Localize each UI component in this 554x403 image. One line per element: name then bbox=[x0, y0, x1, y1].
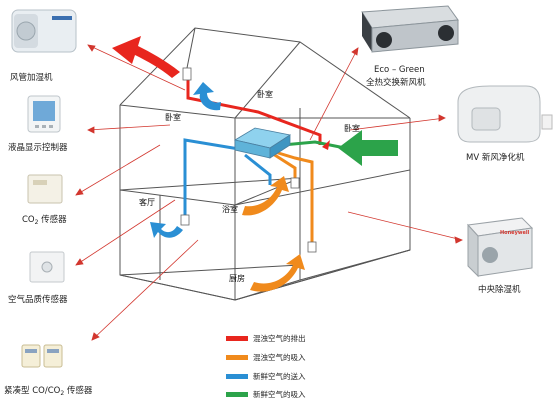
air-quality-sensor-device: 空气品质传感器 bbox=[8, 251, 68, 305]
room-labels: 卧室 卧室 卧室 客厅 浴室 厨房 bbox=[139, 89, 360, 283]
legend-swatch-fresh-intake bbox=[226, 392, 248, 397]
honeywell-logo: Honeywell bbox=[500, 230, 530, 236]
fresh-intake-arrow-green bbox=[338, 130, 398, 166]
legend-label-exhaust: 混浊空气的排出 bbox=[253, 333, 306, 343]
room-bathroom: 浴室 bbox=[222, 204, 238, 214]
intake-arrow-bathroom bbox=[242, 176, 289, 216]
house-wireframe bbox=[119, 27, 411, 301]
supply-duct-blue-2 bbox=[244, 153, 272, 185]
eco-green-label-line1: Eco – Green bbox=[374, 65, 425, 75]
co2-sensor-label: CO2 传感器 bbox=[22, 214, 67, 226]
compact-sensor-label: 紧凑型 CO/CO2 传感器 bbox=[4, 385, 93, 397]
lcd-controller-device: 液晶显示控制器 bbox=[8, 95, 68, 153]
lcd-controller-label: 液晶显示控制器 bbox=[8, 142, 68, 153]
eco-green-label-line2: 全热交换新风机 bbox=[366, 77, 426, 88]
legend-label-stale-intake: 混浊空气的吸入 bbox=[253, 352, 306, 362]
duct-outlets bbox=[180, 67, 317, 253]
supply-duct-blue bbox=[183, 138, 246, 218]
intake-arrow-kitchen bbox=[250, 254, 305, 292]
intake-duct-orange-2 bbox=[269, 150, 297, 180]
duct-humidifier-device: 风管加湿机 bbox=[10, 9, 77, 83]
room-bedroom-right: 卧室 bbox=[344, 123, 360, 133]
legend-label-fresh-intake: 新鲜空气的吸入 bbox=[253, 389, 306, 399]
central-dehumidifier-label: 中央除湿机 bbox=[478, 284, 521, 295]
supply-arrow-living bbox=[150, 222, 183, 238]
legend: 混浊空气的排出 混浊空气的吸入 新鲜空气的送入 新鲜空气的吸入 bbox=[226, 333, 306, 399]
central-dehumidifier-device: Honeywell 中央除湿机 bbox=[466, 217, 534, 295]
heat-exchanger-unit bbox=[233, 127, 292, 159]
room-living: 客厅 bbox=[139, 197, 155, 207]
exhaust-arrow-red bbox=[112, 36, 180, 78]
duct-humidifier-label: 风管加湿机 bbox=[10, 72, 53, 83]
supply-arrow-bedroom bbox=[193, 82, 221, 111]
legend-swatch-fresh-supply bbox=[226, 374, 248, 379]
legend-swatch-exhaust bbox=[226, 336, 248, 341]
airflow-arrows bbox=[112, 36, 398, 292]
legend-label-fresh-supply: 新鲜空气的送入 bbox=[253, 371, 306, 381]
co2-sensor-device: CO2 传感器 bbox=[22, 174, 67, 226]
eco-green-erv-device: Eco – Green 全热交换新风机 bbox=[361, 5, 459, 88]
room-bedroom-left: 卧室 bbox=[165, 112, 181, 122]
room-bedroom-center: 卧室 bbox=[257, 89, 273, 99]
exhaust-arrow-small bbox=[322, 140, 330, 150]
legend-swatch-stale-intake bbox=[226, 355, 248, 360]
compact-sensor-device: 紧凑型 CO/CO2 传感器 bbox=[4, 344, 93, 397]
mv-purifier-label: MV 新风净化机 bbox=[466, 152, 525, 163]
intake-duct-orange bbox=[274, 150, 314, 245]
mv-purifier-device: MV 新风净化机 bbox=[457, 85, 553, 163]
room-kitchen: 厨房 bbox=[229, 273, 245, 283]
air-quality-sensor-label: 空气品质传感器 bbox=[8, 294, 68, 305]
pointer-lines bbox=[75, 44, 463, 341]
exhaust-duct bbox=[186, 78, 322, 145]
